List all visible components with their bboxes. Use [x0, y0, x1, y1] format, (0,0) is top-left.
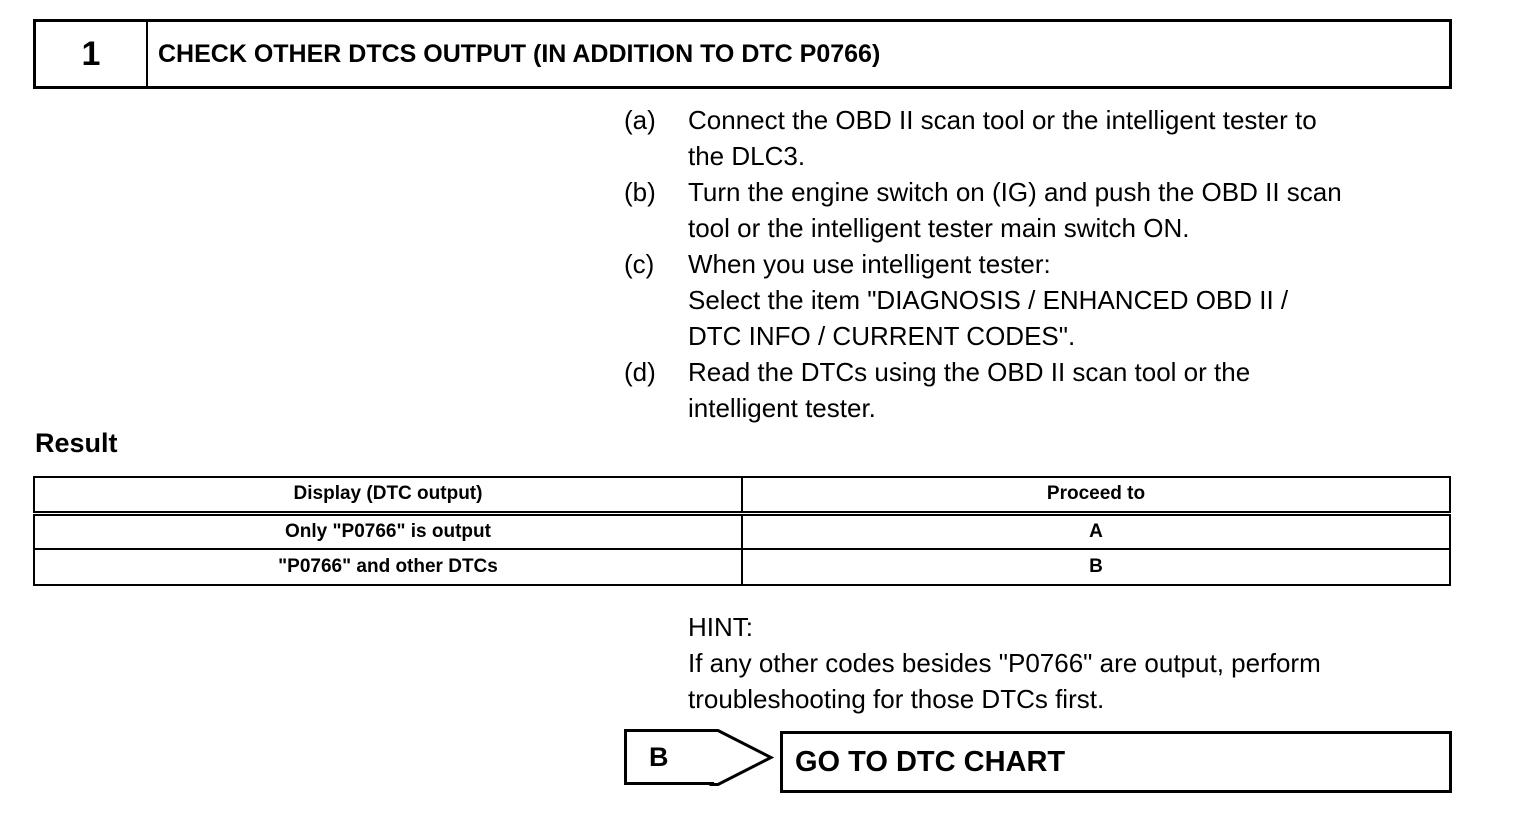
- arrow-right-icon: [709, 729, 774, 786]
- step-header: 1 CHECK OTHER DTCS OUTPUT (IN ADDITION T…: [33, 19, 1452, 89]
- step-title: CHECK OTHER DTCS OUTPUT (IN ADDITION TO …: [158, 39, 881, 68]
- table-header-row: Display (DTC output) Proceed to: [33, 476, 1451, 516]
- hint-block: HINT: If any other codes besides "P0766"…: [688, 609, 1448, 717]
- procedure-step-b: (b) Turn the engine switch on (IG) and p…: [624, 174, 1454, 246]
- step-letter: (c): [624, 249, 655, 279]
- procedure-step-d: (d) Read the DTCs using the OBD II scan …: [624, 354, 1454, 426]
- proceed-cell: B: [741, 548, 1451, 586]
- step-text: When you use intelligent tester: Select …: [688, 249, 1289, 351]
- hint-label: HINT:: [688, 612, 753, 642]
- proceed-cell: A: [741, 512, 1451, 550]
- column-header-display: Display (DTC output): [33, 476, 743, 516]
- table-row: "P0766" and other DTCs B: [33, 548, 1451, 586]
- hint-text: If any other codes besides "P0766" are o…: [688, 648, 1321, 714]
- goto-action-label: GO TO DTC CHART: [795, 745, 1066, 778]
- step-letter: (a): [624, 105, 656, 135]
- branch-label-box: B: [624, 729, 714, 785]
- step-number: 1: [36, 22, 148, 86]
- goto-action-box: GO TO DTC CHART: [780, 731, 1452, 793]
- step-text: Connect the OBD II scan tool or the inte…: [688, 105, 1317, 171]
- table-row: Only "P0766" is output A: [33, 512, 1451, 550]
- display-cell: Only "P0766" is output: [33, 512, 743, 550]
- result-table: Display (DTC output) Proceed to Only "P0…: [33, 476, 1451, 586]
- step-text: Read the DTCs using the OBD II scan tool…: [688, 357, 1251, 423]
- procedure-step-c: (c) When you use intelligent tester: Sel…: [624, 246, 1454, 354]
- procedure-steps: (a) Connect the OBD II scan tool or the …: [624, 102, 1454, 426]
- step-letter: (b): [624, 177, 656, 207]
- result-heading: Result: [35, 428, 118, 458]
- display-cell: "P0766" and other DTCs: [33, 548, 743, 586]
- branch-label: B: [649, 741, 669, 772]
- column-header-proceed: Proceed to: [741, 476, 1451, 516]
- step-text: Turn the engine switch on (IG) and push …: [688, 177, 1342, 243]
- procedure-step-a: (a) Connect the OBD II scan tool or the …: [624, 102, 1454, 174]
- step-letter: (d): [624, 357, 656, 387]
